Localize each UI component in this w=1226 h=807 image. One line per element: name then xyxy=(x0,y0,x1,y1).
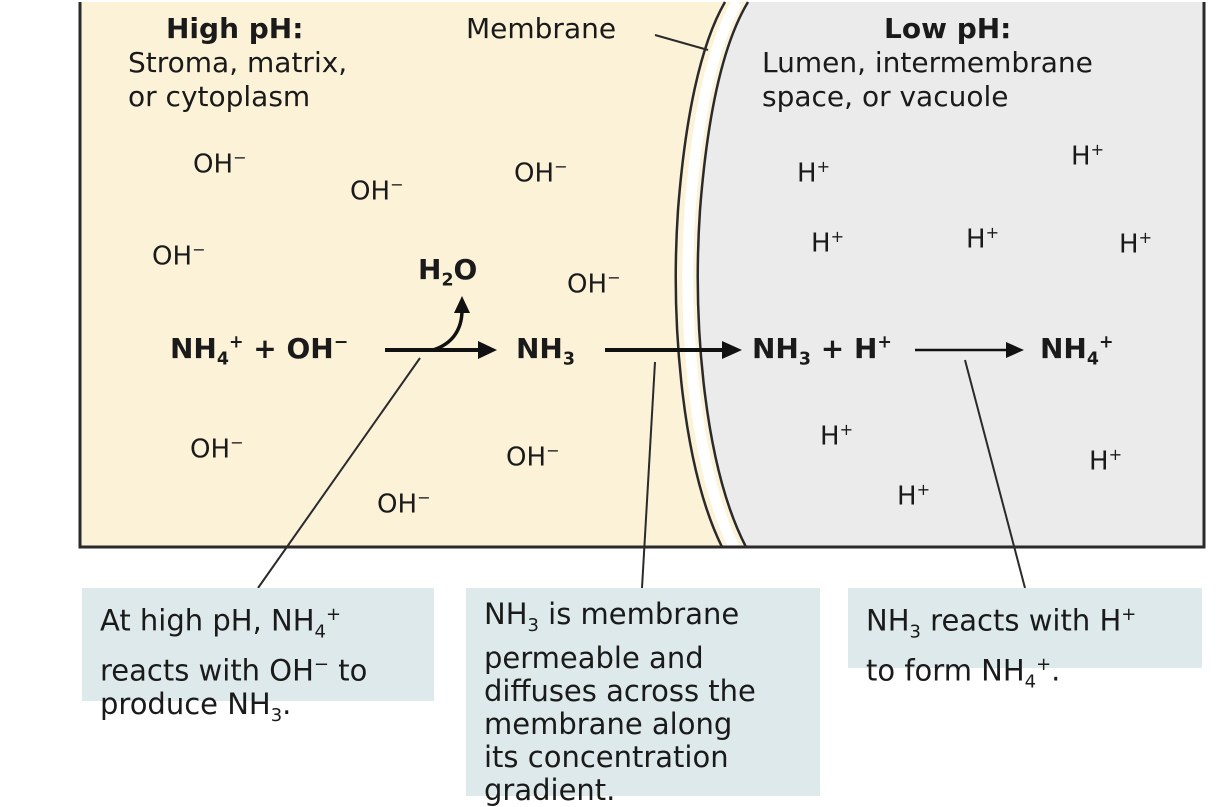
proton-ion: H+ xyxy=(897,480,931,512)
hydroxide-ion: OH− xyxy=(567,268,621,300)
membrane-leader-line xyxy=(654,34,709,51)
water-product: H2O xyxy=(418,253,478,291)
proton-ion: H+ xyxy=(1089,445,1123,477)
proton-ion: H+ xyxy=(1071,140,1105,172)
low-ph-header: Low pH: Lumen, intermembrane space, or v… xyxy=(762,12,1093,114)
low-ph-subtitle-2: space, or vacuole xyxy=(762,80,1009,113)
membrane-inner xyxy=(696,1,750,548)
ammonia-plus-proton: NH3 + H+ xyxy=(752,332,892,370)
membrane-label: Membrane xyxy=(466,12,617,45)
membrane-white xyxy=(682,0,742,550)
hydroxide-ion: OH− xyxy=(514,157,568,189)
callout-high-ph-reaction: At high pH, NH4+ reacts with OH− to prod… xyxy=(82,588,434,726)
proton-ion: H+ xyxy=(811,227,845,259)
proton-ion: H+ xyxy=(820,420,854,452)
proton-ion: H+ xyxy=(1119,228,1153,260)
ammonia-left: NH3 xyxy=(516,332,575,370)
hydroxide-ion: OH− xyxy=(193,148,247,180)
hydroxide-ion: OH− xyxy=(377,488,431,520)
callout-2-leader xyxy=(641,361,656,589)
high-ph-header: High pH: Stroma, matrix, or cytoplasm xyxy=(128,12,347,114)
frame-border xyxy=(78,2,1206,549)
hydroxide-ion: OH− xyxy=(350,175,404,207)
callout-3-leader xyxy=(964,359,1026,589)
low-ph-subtitle-1: Lumen, intermembrane xyxy=(762,46,1093,79)
diffusion-arrowhead xyxy=(722,341,742,359)
proton-ion: H+ xyxy=(966,223,1000,255)
high-ph-subtitle-2: or cytoplasm xyxy=(128,80,311,113)
callout-diffusion: NH3 is membrane permeable and diffuses a… xyxy=(466,588,820,806)
proton-ion: H+ xyxy=(797,157,831,189)
ammonium-right: NH4+ xyxy=(1040,332,1114,370)
ammonium-plus-hydroxide: NH4+ + OH− xyxy=(170,332,349,370)
high-ph-subtitle-1: Stroma, matrix, xyxy=(128,46,348,79)
hydroxide-ion: OH− xyxy=(190,433,244,465)
reaction-arrowhead-2 xyxy=(1006,342,1024,358)
callout-low-ph-reaction: NH3 reacts with H+ to form NH4+. xyxy=(848,588,1202,693)
water-branch-arrowhead xyxy=(454,296,470,313)
water-branch-arrow xyxy=(432,309,464,352)
hydroxide-ion: OH− xyxy=(506,441,560,473)
reaction-arrowhead-1 xyxy=(478,341,497,359)
callout-1-leader xyxy=(257,357,421,589)
membrane-outer xyxy=(674,1,727,548)
high-ph-title: High pH: xyxy=(166,12,304,45)
hydroxide-ion: OH− xyxy=(152,240,206,272)
low-ph-compartment xyxy=(696,2,1204,547)
low-ph-title: Low pH: xyxy=(884,12,1012,45)
